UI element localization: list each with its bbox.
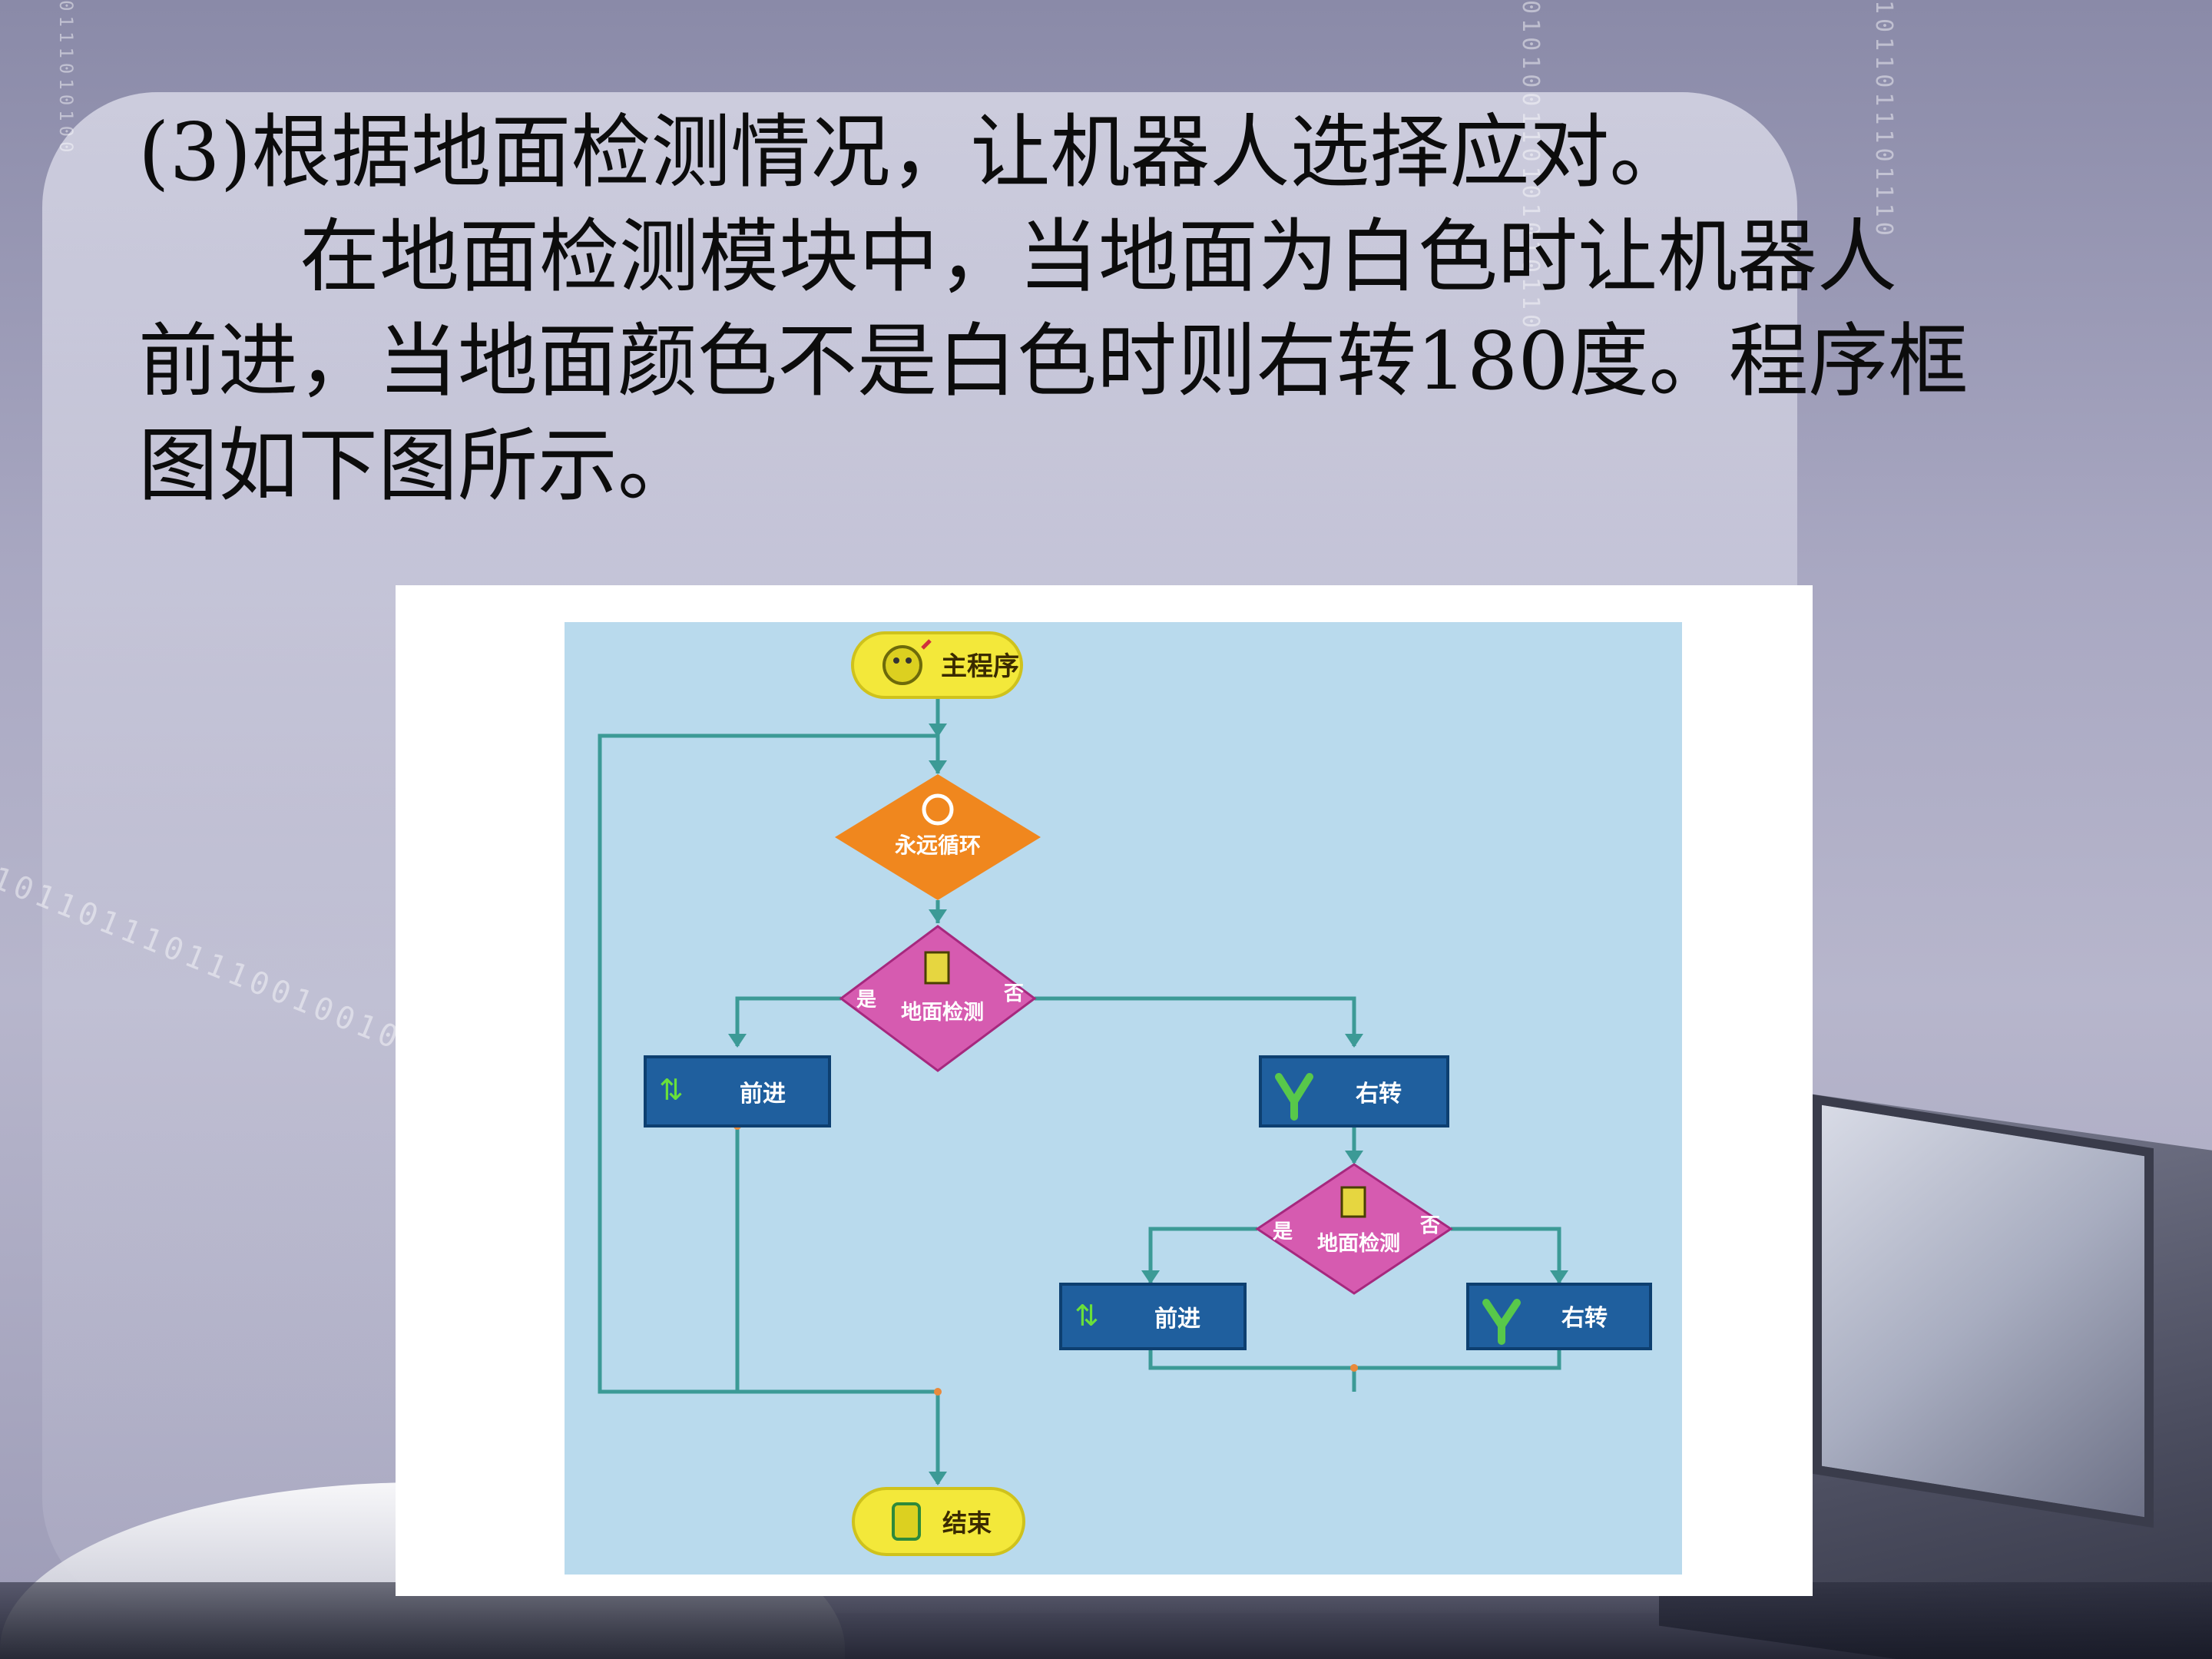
turn-icon [1275, 1073, 1313, 1121]
flowchart-svg: 主程序 永远循环 地面检测 是 否 ⇅ 前进 右转 地面检测 [565, 622, 1682, 1575]
forward-label-2: 前进 [1154, 1306, 1200, 1333]
start-terminal: 主程序 [851, 631, 1023, 699]
turn-box-1: 右转 [1259, 1055, 1449, 1128]
flowchart-figure: 主程序 永远循环 地面检测 是 否 ⇅ 前进 右转 地面检测 [396, 585, 1813, 1596]
updown-arrows-icon: ⇅ [659, 1073, 684, 1107]
start-label: 主程序 [941, 651, 1019, 682]
turn-label-1: 右转 [1356, 1081, 1402, 1108]
laptop-screen-image [1813, 1094, 2154, 1528]
forward-box-1: ⇅ 前进 [644, 1055, 831, 1128]
detect-diamond-2: 地面检测 是 否 [1255, 1163, 1453, 1295]
flowchart-connectors [598, 670, 1561, 1484]
forward-box-2: ⇅ 前进 [1059, 1283, 1247, 1350]
end-label: 结束 [942, 1508, 992, 1538]
turn-label-2: 右转 [1561, 1305, 1608, 1332]
no-label-1: 否 [1004, 982, 1024, 1005]
updown-arrows-icon-2: ⇅ [1075, 1299, 1099, 1333]
detect-label-1: 地面检测 [901, 1000, 984, 1025]
yes-label-2: 是 [1273, 1220, 1293, 1243]
no-label-2: 否 [1420, 1214, 1440, 1237]
turn-icon-2 [1482, 1299, 1521, 1345]
binary-decoration-4: 0111010100 [55, 0, 77, 157]
paragraph-line-3: 图如下图所示。 [138, 419, 698, 512]
sensor-icon [924, 951, 950, 985]
paragraph-line-2: 前进，当地面颜色不是白色时则右转180度。程序框 [138, 314, 1969, 408]
slide-heading: (3)根据地面检测情况，让机器人选择应对。 [138, 105, 1690, 199]
loop-icon [922, 793, 954, 826]
forward-label-1: 前进 [740, 1081, 786, 1108]
detect-label-2: 地面检测 [1317, 1231, 1400, 1256]
detect-diamond-1: 地面检测 是 否 [839, 925, 1037, 1072]
paragraph-line-1: 在地面检测模块中，当地面为白色时让机器人 [300, 210, 1898, 303]
yes-label-1: 是 [856, 988, 876, 1012]
robot-end-icon [892, 1502, 921, 1541]
end-terminal: 结束 [852, 1487, 1025, 1556]
loop-label: 永远循环 [895, 833, 981, 858]
slide-text: (3)根据地面检测情况，让机器人选择应对。 在地面检测模块中，当地面为白色时让机… [138, 100, 2104, 518]
sensor-icon-2 [1340, 1186, 1366, 1218]
flowchart-arrowheads [728, 724, 1568, 1485]
loop-diamond: 永远循环 [835, 774, 1041, 900]
turn-box-2: 右转 [1466, 1283, 1652, 1350]
robot-icon [882, 645, 922, 685]
